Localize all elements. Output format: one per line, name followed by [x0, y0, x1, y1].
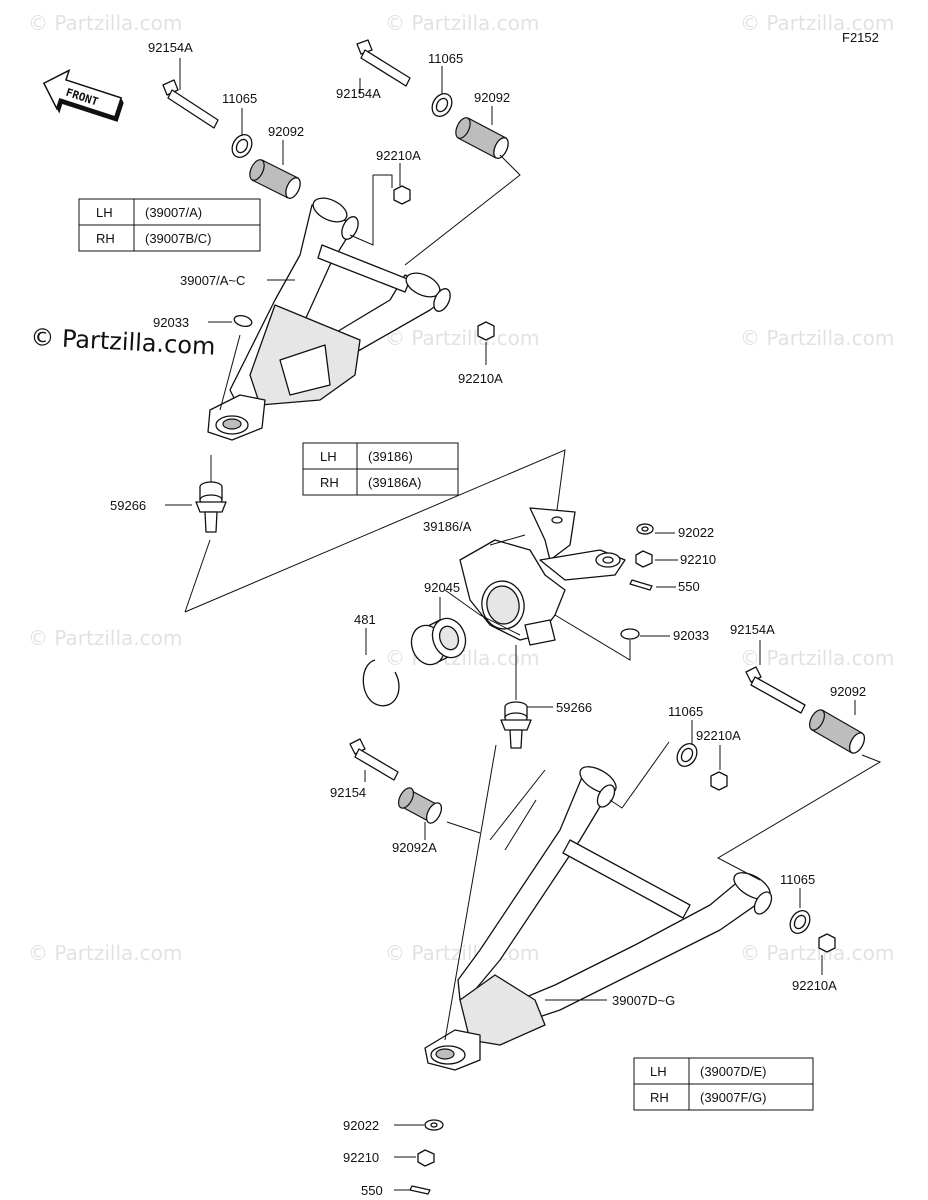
knuckle-group — [362, 507, 678, 749]
label-92092: 92092 — [268, 124, 304, 139]
label-481: 481 — [354, 612, 376, 627]
watermark-text: © Partzilla.com — [740, 646, 894, 670]
diagram-code: F2152 — [842, 30, 879, 45]
label-39186-A: 39186/A — [423, 519, 472, 534]
table-cell-side: RH — [650, 1090, 669, 1105]
label-11065: 11065 — [780, 872, 815, 887]
label-92092A: 92092A — [392, 840, 437, 855]
lower-a-arm — [424, 766, 773, 1071]
nut-92210 — [417, 1149, 435, 1167]
bushing-92092 — [809, 709, 866, 754]
watermark-text: © Partzilla.com — [28, 11, 182, 35]
upper-a-arm-group — [162, 39, 566, 613]
cotter-pin-550 — [409, 1185, 431, 1195]
steering-knuckle — [459, 507, 626, 646]
table-cell-part: (39007B/C) — [145, 231, 211, 246]
label-11065: 11065 — [428, 51, 463, 66]
watermark-text: © Partzilla.com — [385, 941, 539, 965]
label-92154A: 92154A — [148, 40, 193, 55]
table-cell-side: RH — [96, 231, 115, 246]
label-59266: 59266 — [556, 700, 592, 715]
label-92154A: 92154A — [336, 86, 381, 101]
label-92022: 92022 — [343, 1118, 379, 1133]
bolt-92154A — [356, 39, 411, 87]
table-upper-arm: LH (39007/A) RH (39007B/C) — [78, 198, 261, 252]
table-cell-side: LH — [320, 449, 337, 464]
label-92092: 92092 — [830, 684, 866, 699]
label-92154: 92154 — [330, 785, 366, 800]
table-cell-part: (39007F/G) — [700, 1090, 766, 1105]
label-92045: 92045 — [424, 580, 460, 595]
upper-a-arm — [207, 197, 451, 441]
watermark-text: © Partzilla.com — [740, 941, 894, 965]
bearing-92045 — [410, 617, 467, 666]
table-cell-side: RH — [320, 475, 339, 490]
table-cell-part: (39007D/E) — [700, 1064, 766, 1079]
label-550: 550 — [678, 579, 700, 594]
label-92033: 92033 — [673, 628, 709, 643]
table-cell-part: (39007/A) — [145, 205, 202, 220]
bushing-92092 — [249, 159, 301, 199]
table-cell-side: LH — [650, 1064, 667, 1079]
watermark-text: © Partzilla.com — [28, 626, 182, 650]
snap-ring-92033 — [233, 314, 253, 328]
table-knuckle: LH (39186) RH (39186A) — [302, 442, 459, 496]
bushing-92092 — [455, 117, 509, 159]
nut-92210A — [710, 771, 728, 791]
label-92154A: 92154A — [730, 622, 775, 637]
watermark-text: © Partzilla.com — [740, 11, 894, 35]
label-92022: 92022 — [678, 525, 714, 540]
label-92210: 92210 — [343, 1150, 379, 1165]
label-92210A: 92210A — [458, 371, 503, 386]
bolt-92154 — [349, 738, 399, 781]
label-92210A: 92210A — [792, 978, 837, 993]
snap-ring-92033 — [620, 628, 640, 640]
cotter-pin-550 — [629, 579, 653, 591]
nut-92210 — [635, 550, 653, 568]
table-cell-part: (39186A) — [368, 475, 421, 490]
nut-92210A — [393, 185, 411, 205]
ball-joint-59266 — [500, 701, 532, 749]
label-39007D-G: 39007D~G — [612, 993, 675, 1008]
label-92210: 92210 — [680, 552, 716, 567]
circlip-481 — [362, 659, 400, 707]
nut-92210A — [818, 933, 836, 953]
watermark-text: © Partzilla.com — [385, 11, 539, 35]
bolt-92154A — [745, 666, 806, 714]
ball-joint-59266 — [195, 481, 227, 533]
label-550: 550 — [361, 1183, 383, 1198]
lower-a-arm-group — [349, 640, 882, 1195]
part-labels: 92154A 11065 92092 92154A 11065 92092 92… — [110, 40, 866, 1198]
nut-92210A — [477, 321, 495, 341]
table-cell-part: (39186) — [368, 449, 413, 464]
bolt-92154A — [162, 79, 219, 129]
label-92033: 92033 — [153, 315, 189, 330]
label-11065: 11065 — [668, 704, 703, 719]
label-92092: 92092 — [474, 90, 510, 105]
front-arrow-icon: FRONT — [42, 68, 124, 122]
table-cell-side: LH — [96, 205, 113, 220]
table-lower-arm: LH (39007D/E) RH (39007F/G) — [633, 1057, 814, 1111]
label-59266: 59266 — [110, 498, 146, 513]
watermark-text: © Partzilla.com — [740, 326, 894, 350]
label-11065: 11065 — [222, 91, 257, 106]
label-92210A: 92210A — [376, 148, 421, 163]
watermarks: © Partzilla.com © Partzilla.com © Partzi… — [28, 11, 894, 965]
label-39007-A-C: 39007/A~C — [180, 273, 245, 288]
watermark-text: © Partzilla.com — [385, 326, 539, 350]
bushing-92092A — [398, 787, 443, 824]
watermark-text: © Partzilla.com — [28, 941, 182, 965]
label-92210A: 92210A — [696, 728, 741, 743]
